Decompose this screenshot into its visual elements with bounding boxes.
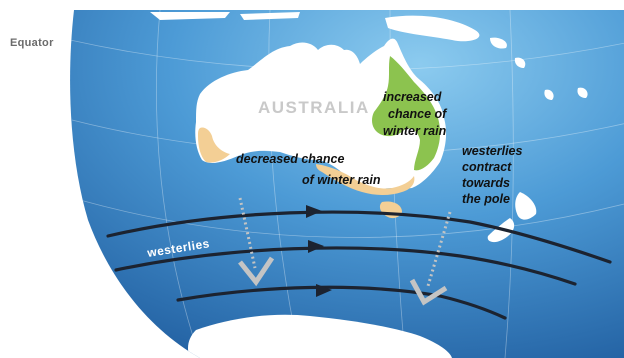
island [514,57,526,68]
island [490,37,507,49]
longitude-line [268,10,301,358]
australia-landmass [195,38,447,191]
shift-arrow-east-head [409,278,448,306]
decreased-rain-label: decreased chance of winter rain [236,152,381,187]
decreased-rain-line-2: of winter rain [302,173,381,187]
arrow-right-icon [306,205,332,297]
westerly-winds [106,210,612,320]
island [240,12,300,20]
decreased-rain-line-1: decreased chance [236,152,344,166]
wetter-zone [372,56,441,171]
island [577,87,588,98]
drier-zone-southwest [198,127,230,163]
arrow-down-icon [238,197,452,306]
island [150,12,230,20]
shift-arrow-west-head [238,256,275,287]
wind-arrowhead-2 [308,240,324,253]
wind-arrowhead-1 [306,205,322,218]
wind-arrowhead-3 [316,284,332,297]
increased-rain-line-2: chance of [388,107,448,121]
increased-rain-label: increased chance of winter rain [383,90,450,138]
wind-line-3 [176,285,507,320]
increased-rain-line-3: winter rain [383,124,447,138]
contract-line-3: towards [462,176,510,190]
country-label: AUSTRALIA [258,98,370,117]
islands-north [150,12,588,100]
equator-label: Equator [10,37,54,49]
longitude-line [504,10,514,358]
drier-zone-southeast [316,164,415,195]
increased-rain-line-1: increased [383,90,442,104]
antarctica-landmass [188,314,452,358]
island [544,89,554,100]
contract-line-2: contract [462,160,512,174]
contract-label: westerlies contract towards the pole [462,144,526,206]
wind-line-2 [114,246,577,286]
latitude-line [79,199,624,238]
longitude-line [156,10,201,358]
wind-line-1 [106,210,612,264]
globe [70,10,624,358]
contract-line-4: the pole [462,192,510,206]
shift-arrow-west-shaft [238,197,257,269]
contract-line-1: westerlies [462,144,523,158]
new-guinea [385,15,480,42]
nz-north-island [515,192,537,220]
